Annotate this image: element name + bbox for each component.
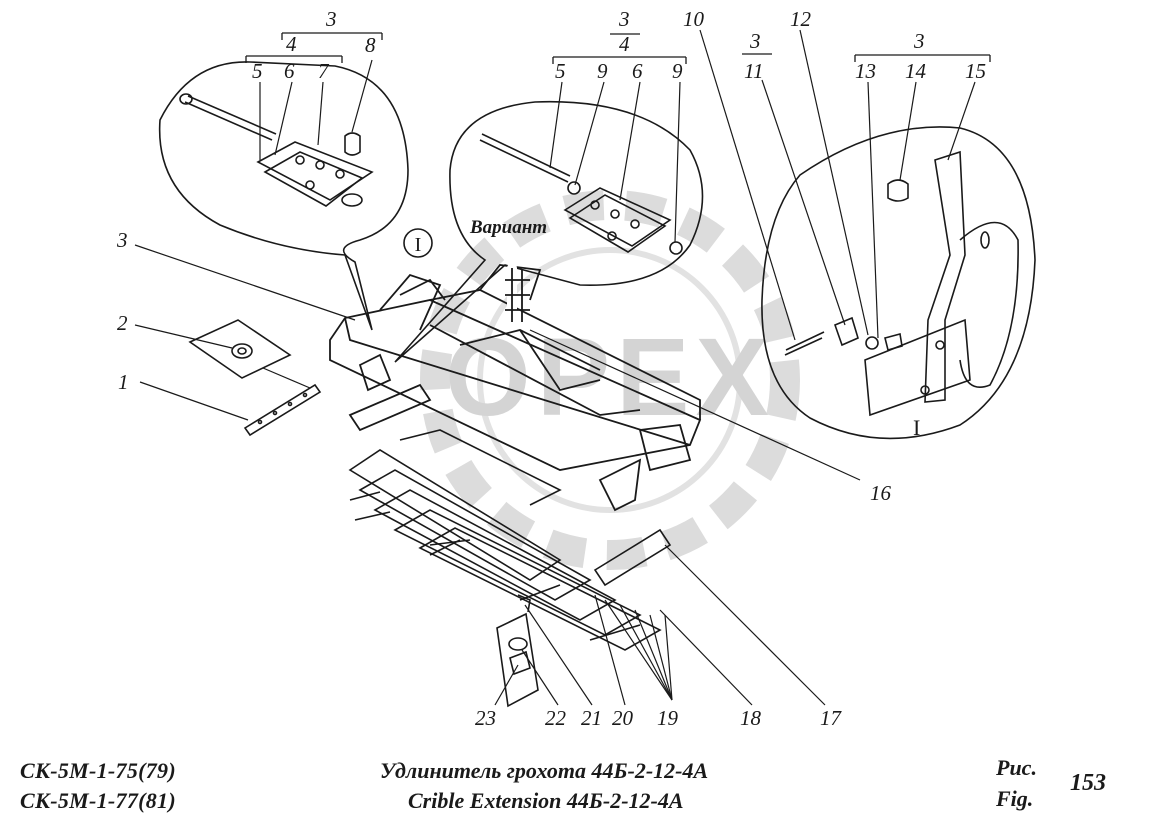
callout-7: 7 — [318, 59, 330, 83]
callout-9a: 9 — [597, 59, 608, 83]
callout-3d: 3 — [749, 29, 761, 53]
callout-23: 23 — [475, 706, 496, 730]
title-en: Crible Extension 44Б-2-12-4А — [408, 788, 684, 813]
callout-13: 13 — [855, 59, 876, 83]
callout-brackets — [245, 32, 991, 64]
callout-10: 10 — [683, 7, 705, 31]
callout-19: 19 — [657, 706, 679, 730]
callout-15: 15 — [965, 59, 986, 83]
callout-11: 11 — [744, 59, 763, 83]
callout-5b: 5 — [555, 59, 566, 83]
callout-8: 8 — [365, 33, 376, 57]
leader-lines — [134, 29, 976, 706]
callout-18: 18 — [740, 706, 762, 730]
callout-3c: 3 — [618, 7, 630, 31]
callout-16: 16 — [870, 481, 892, 505]
detail-bubble-view-I — [761, 126, 1036, 440]
louver-slats — [348, 429, 672, 651]
callout-17: 17 — [820, 706, 843, 730]
callout-22: 22 — [545, 706, 567, 730]
fig-label-ru: Рис. — [996, 755, 1037, 780]
callout-20: 20 — [612, 706, 634, 730]
view-I-marker: I — [403, 228, 433, 258]
model-code-1: СК-5М-1-75(79) — [20, 758, 176, 783]
part-1-strip — [243, 383, 322, 437]
callout-14: 14 — [905, 59, 927, 83]
callout-21: 21 — [581, 706, 602, 730]
callout-9b: 9 — [672, 59, 683, 83]
figure-number: 153 — [1070, 770, 1106, 796]
callout-2: 2 — [117, 311, 128, 335]
callout-3a: 3 — [116, 228, 128, 252]
callout-12: 12 — [790, 7, 812, 31]
callout-4a: 4 — [286, 32, 297, 56]
svg-text:I: I — [415, 234, 422, 256]
part-22-23-nut — [496, 594, 539, 708]
part-2-washer — [188, 319, 292, 379]
callout-6b: 6 — [632, 59, 643, 83]
callout-5a: 5 — [252, 59, 263, 83]
callout-6a: 6 — [284, 59, 295, 83]
detail-view-label: I — [913, 415, 920, 440]
callout-numbers: 1 2 3 3 4 5 6 7 8 3 4 5 9 6 9 10 3 11 12… — [116, 7, 986, 730]
detail-bubble-hinge — [158, 61, 409, 331]
callout-1: 1 — [118, 370, 129, 394]
title-ru: Удлинитель грохота 44Б-2-12-4А — [380, 758, 709, 783]
model-code-2: СК-5М-1-77(81) — [20, 788, 176, 813]
callout-3b: 3 — [325, 7, 337, 31]
detail-bubble-variant — [394, 100, 704, 363]
callout-3e: 3 — [913, 29, 925, 53]
fig-label-en: Fig. — [996, 786, 1034, 811]
callout-4b: 4 — [619, 32, 630, 56]
crible-frame-assembly — [329, 263, 702, 512]
variant-label: Вариант — [469, 217, 547, 238]
